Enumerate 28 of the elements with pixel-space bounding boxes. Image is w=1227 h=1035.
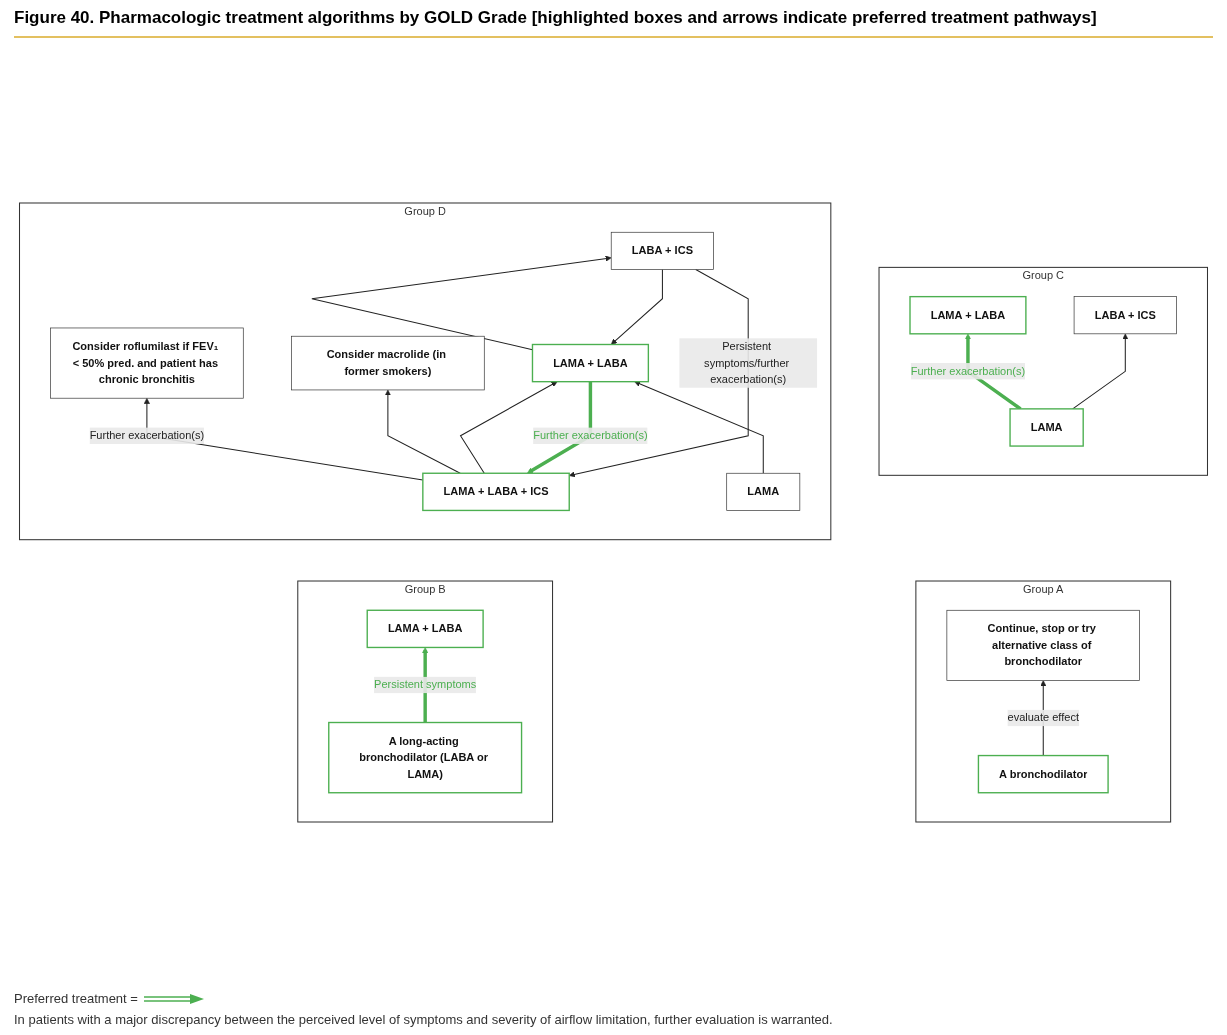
arrow	[634, 381, 764, 474]
edge-label: Further exacerbation(s)	[533, 429, 648, 442]
node-box: LABA + ICS	[610, 231, 714, 270]
edge-label: Persistent symptoms/further exacerbation(s)	[704, 340, 790, 386]
node-box: LAMA + LABA + ICS	[422, 472, 570, 512]
figure-title: Figure 40. Pharmacologic treatment algorithms by GOLD Grade [highlighted boxes and arrows indicate preferred treatment pathways]	[14, 8, 1213, 38]
node-box: LAMA + LABA	[909, 295, 1027, 335]
node-box: A long-acting bronchodilator (LABA or LAMA)	[328, 721, 523, 794]
arrow	[1072, 333, 1129, 410]
node-box: LABA + ICS	[1073, 296, 1177, 335]
node-box: LAMA	[726, 472, 801, 511]
node-box: LAMA	[1009, 408, 1084, 447]
footnote: In patients with a major discrepancy between the perceived level of symptoms and severity of airflow limitation, further evaluation is warranted.	[14, 1012, 834, 1027]
arrow	[610, 268, 663, 345]
node-box: Consider macrolide (in former smokers)	[291, 335, 485, 391]
node-box: A bronchodilator	[977, 754, 1109, 794]
node-box: Continue, stop or try alternative class of bronchodilator	[946, 609, 1140, 681]
edge-label: Further exacerbation(s)	[89, 429, 205, 442]
node-box: LAMA + LABA	[366, 609, 484, 649]
edge-label: evaluate effect	[1007, 711, 1079, 724]
edge-label: Further exacerbation(s)	[910, 365, 1026, 377]
node-box: Consider roflumilast if FEV₁ < 50% pred. and patient has chronic bronchitis	[50, 327, 244, 399]
arrow	[384, 389, 461, 474]
legend-text: Preferred treatment =	[14, 991, 138, 1006]
node-box: LAMA + LABA	[531, 343, 650, 383]
edge-label: Persistent symptoms	[374, 678, 477, 691]
arrow	[459, 381, 558, 474]
arrow	[311, 255, 612, 351]
